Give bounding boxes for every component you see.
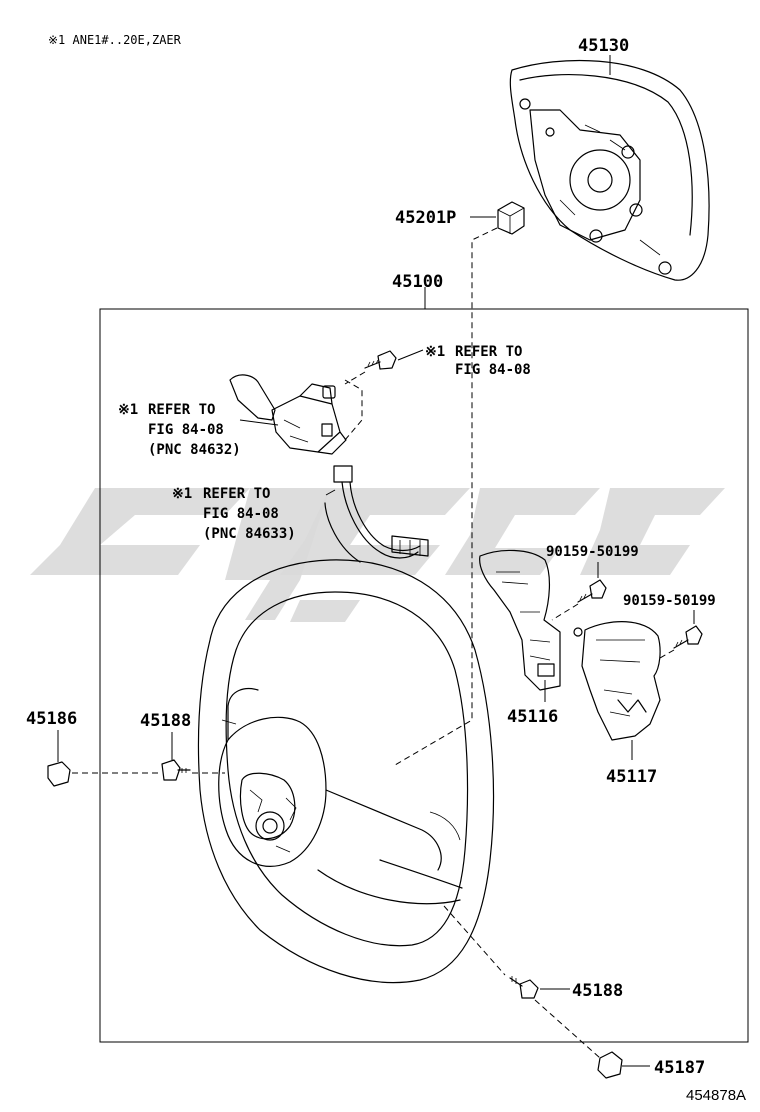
callout-45130: 45130 — [578, 36, 629, 56]
ref-lower-line1: REFER TO — [203, 486, 270, 502]
nut-dashed-line — [394, 227, 498, 766]
screw-right-2-part — [673, 625, 703, 649]
watermark-logo — [30, 488, 725, 622]
ref-lower-line3: (PNC 84633) — [203, 526, 296, 542]
bottom-dashed-a — [443, 905, 506, 976]
callout-45100: 45100 — [392, 272, 443, 292]
callout-45188-bottom: 45188 — [572, 981, 623, 1001]
steering-wheel-part — [197, 559, 495, 984]
ref-top-line2: FIG 84-08 — [455, 362, 531, 378]
callout-45201P: 45201P — [395, 208, 456, 228]
top-screw-dashed — [344, 371, 366, 385]
ref-middle-mark: ※1 — [118, 402, 138, 418]
callout-45188-left: 45188 — [140, 711, 191, 731]
top-screw-part — [364, 350, 397, 370]
airbag-pad-part — [509, 59, 710, 281]
ref-top-mark: ※1 — [425, 344, 445, 360]
leader-ref-lower — [325, 489, 336, 496]
figure-number: 454878A — [686, 1087, 746, 1104]
ref-top-line1: REFER TO — [455, 344, 522, 360]
switch-dashed — [344, 379, 363, 441]
screw-right-2-dashed — [659, 649, 675, 659]
left-screw-part — [161, 759, 191, 781]
right-switch-part — [573, 621, 661, 741]
nut-part — [497, 201, 525, 235]
wire-harness-part — [324, 465, 429, 563]
bottom-dashed-b — [534, 999, 601, 1059]
assembly-boundary — [99, 308, 749, 1043]
ref-middle-line2: FIG 84-08 — [148, 422, 224, 438]
left-cap-part — [47, 761, 71, 787]
ref-lower-mark: ※1 — [172, 486, 192, 502]
screw-right-1-part — [577, 579, 607, 603]
ref-lower-line2: FIG 84-08 — [203, 506, 279, 522]
screw-right-1-dashed — [551, 603, 579, 621]
leader-ref-middle — [239, 419, 279, 426]
leader-ref-top — [397, 349, 424, 361]
left-switch-part — [479, 549, 561, 691]
combination-switch-part — [229, 374, 347, 455]
ref-middle-line3: (PNC 84632) — [148, 442, 241, 458]
bottom-screw-part — [509, 976, 539, 999]
callout-45186: 45186 — [26, 709, 77, 729]
callout-90159-b: 90159-50199 — [623, 593, 716, 609]
callout-45187: 45187 — [654, 1058, 705, 1078]
callout-45117: 45117 — [606, 767, 657, 787]
callout-45116: 45116 — [507, 707, 558, 727]
bottom-cap-part — [597, 1051, 623, 1079]
callout-90159-a: 90159-50199 — [546, 544, 639, 560]
applicability-note: ※1 ANE1#..20E,ZAER — [48, 33, 182, 47]
ref-middle-line1: REFER TO — [148, 402, 215, 418]
